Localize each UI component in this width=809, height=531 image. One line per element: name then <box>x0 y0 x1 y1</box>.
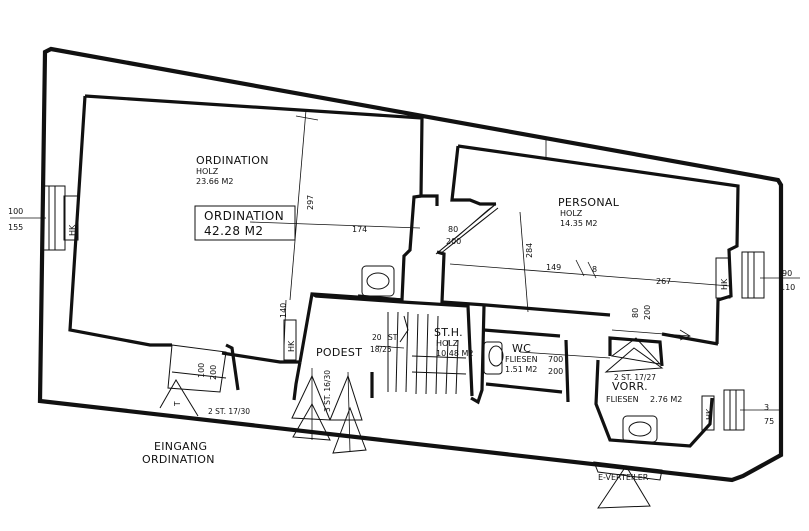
dim-110: 110 <box>780 283 795 292</box>
dim-297: 297 <box>306 195 315 210</box>
eingang-ordination-label: ORDINATION <box>142 453 215 466</box>
dim-3: 3 <box>764 403 769 412</box>
dim-200b: 200 <box>643 305 652 320</box>
stairs-entry-t: T <box>173 401 182 407</box>
outer-walls <box>37 46 784 483</box>
radiator-ordination <box>63 195 79 241</box>
ordination-total-box <box>194 205 296 241</box>
hk-label-personal: HK <box>720 278 729 290</box>
room-ordination-name: ORDINATION <box>196 154 269 167</box>
dim-8: 8 <box>592 265 597 274</box>
windows <box>42 185 765 431</box>
room-vorr-floor: FLIESEN <box>606 395 639 404</box>
radiator-podest <box>283 319 297 361</box>
dim-80b: 80 <box>631 308 640 318</box>
radiator-personal <box>715 257 731 299</box>
room-podest-name: PODEST <box>316 346 362 359</box>
room-sth-floor: HOLZ <box>436 339 459 348</box>
room-sth-area: 10.48 M2 <box>436 349 473 358</box>
door-symbols <box>159 203 664 509</box>
sinks <box>361 265 658 443</box>
dim-700: 700 <box>548 355 563 364</box>
dim-267: 267 <box>656 277 671 286</box>
dim-200a: 200 <box>446 237 461 246</box>
sink-vorr <box>622 415 658 443</box>
inner-room-walls <box>225 292 714 448</box>
stair-treads <box>387 311 467 395</box>
room-wc-name: WC <box>512 342 531 355</box>
room-wc-area: 1.51 M2 <box>505 365 537 374</box>
dim-80a: 80 <box>448 225 458 234</box>
personal-room-walls <box>436 144 740 346</box>
dim-140: 140 <box>279 303 288 318</box>
room-personal-name: PERSONAL <box>558 196 620 209</box>
room-vorr-area: 2.76 M2 <box>650 395 682 404</box>
stairs-vorr-label: 2 ST. 17/27 <box>614 373 656 382</box>
dim-174: 174 <box>352 225 367 234</box>
ordination-total-name: ORDINATION <box>204 209 284 223</box>
radiator-vorr <box>701 395 715 431</box>
room-sth-name: ST.H. <box>434 326 463 339</box>
room-ordination-floor: HOLZ <box>196 167 219 176</box>
toilet-wc <box>483 341 503 375</box>
dimension-lines <box>10 109 800 411</box>
dim-200d: 200 <box>209 365 218 380</box>
dim-284: 284 <box>525 243 534 258</box>
dim-200c: 200 <box>548 367 563 376</box>
radiator-labels: HK HK HK HK <box>68 224 729 420</box>
dim-90: 90 <box>782 269 792 278</box>
sink-ordination <box>361 265 395 297</box>
dim-155: 155 <box>8 223 23 232</box>
room-personal-area: 14.35 M2 <box>560 219 597 228</box>
eingang-label: EINGANG <box>154 440 207 453</box>
room-labels: ORDINATION HOLZ 23.66 M2 ORDINATION 42.2… <box>142 154 682 482</box>
room-wc-floor: FLIESEN <box>505 355 538 364</box>
dim-75: 75 <box>764 417 774 426</box>
hk-label-podest: HK <box>287 340 296 352</box>
room-ordination-area: 23.66 M2 <box>196 177 233 186</box>
radiators <box>63 195 731 431</box>
hk-label-ordination: HK <box>68 224 77 236</box>
room-vorr-name: VORR. <box>612 380 648 393</box>
hk-label-vorr: HK <box>705 408 714 420</box>
dim-100b: 100 <box>197 363 206 378</box>
stairs-sth-label: ST <box>388 333 398 342</box>
ordination-total-area: 42.28 M2 <box>204 224 263 238</box>
room-personal-floor: HOLZ <box>560 209 583 218</box>
dim-18-25: 18/25 <box>370 345 392 354</box>
stairs-entry-label: 2 ST. 17/30 <box>208 407 250 416</box>
verteiler-label: E-VERTEILER <box>598 473 649 482</box>
dimension-labels: 297 174 140 80 200 284 149 8 267 80 200 … <box>8 195 795 426</box>
stairs-podest-label: 3 ST. 16/30 <box>323 370 332 412</box>
dim-20: 20 <box>372 333 382 342</box>
dim-149: 149 <box>546 263 561 272</box>
dim-100a: 100 <box>8 207 23 216</box>
